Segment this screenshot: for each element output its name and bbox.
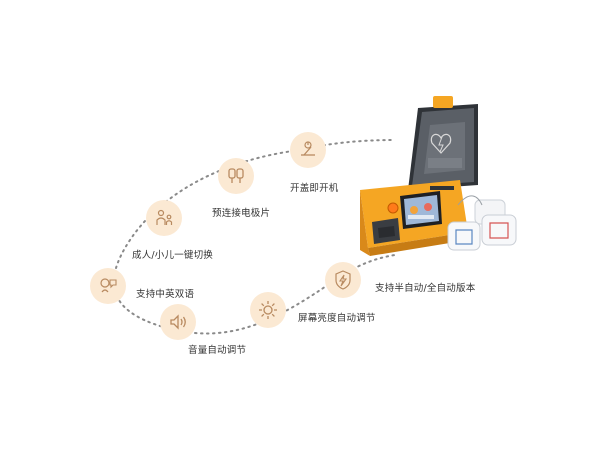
speaker-volume-icon — [170, 314, 186, 330]
aed-lid — [408, 96, 478, 190]
auto-brightness-icon-badge — [250, 292, 286, 328]
electrode-pads-icon — [228, 168, 244, 183]
lid-open-power-icon — [301, 141, 315, 156]
feature-label-lid-power-on: 开盖即开机 — [290, 183, 339, 194]
feature-label-adult-child-switch: 成人/小儿一键切换 — [132, 250, 214, 261]
aed-body — [360, 180, 468, 256]
sun-brightness-icon — [259, 301, 277, 319]
adult-child-icon-badge — [146, 200, 182, 236]
adult-child-icon — [156, 209, 173, 225]
pre-connect-pads-icon-badge — [218, 158, 254, 194]
language-speech-icon — [100, 278, 117, 293]
feature-label-semi-full-auto: 支持半自动/全自动版本 — [375, 283, 476, 294]
feature-label-bilingual: 支持中英双语 — [136, 289, 195, 300]
semi-full-auto-icon-badge — [325, 262, 361, 298]
lid-power-on-icon-badge — [290, 132, 326, 168]
lightning-shock-icon — [335, 270, 351, 290]
feature-label-pre-connect-pads: 预连接电极片 — [212, 208, 271, 219]
feature-label-auto-volume: 音量自动调节 — [188, 345, 247, 356]
auto-volume-icon-badge — [160, 304, 196, 340]
bilingual-icon-badge — [90, 268, 126, 304]
feature-label-auto-brightness: 屏幕亮度自动调节 — [298, 313, 376, 324]
electrode-pads — [447, 195, 517, 251]
